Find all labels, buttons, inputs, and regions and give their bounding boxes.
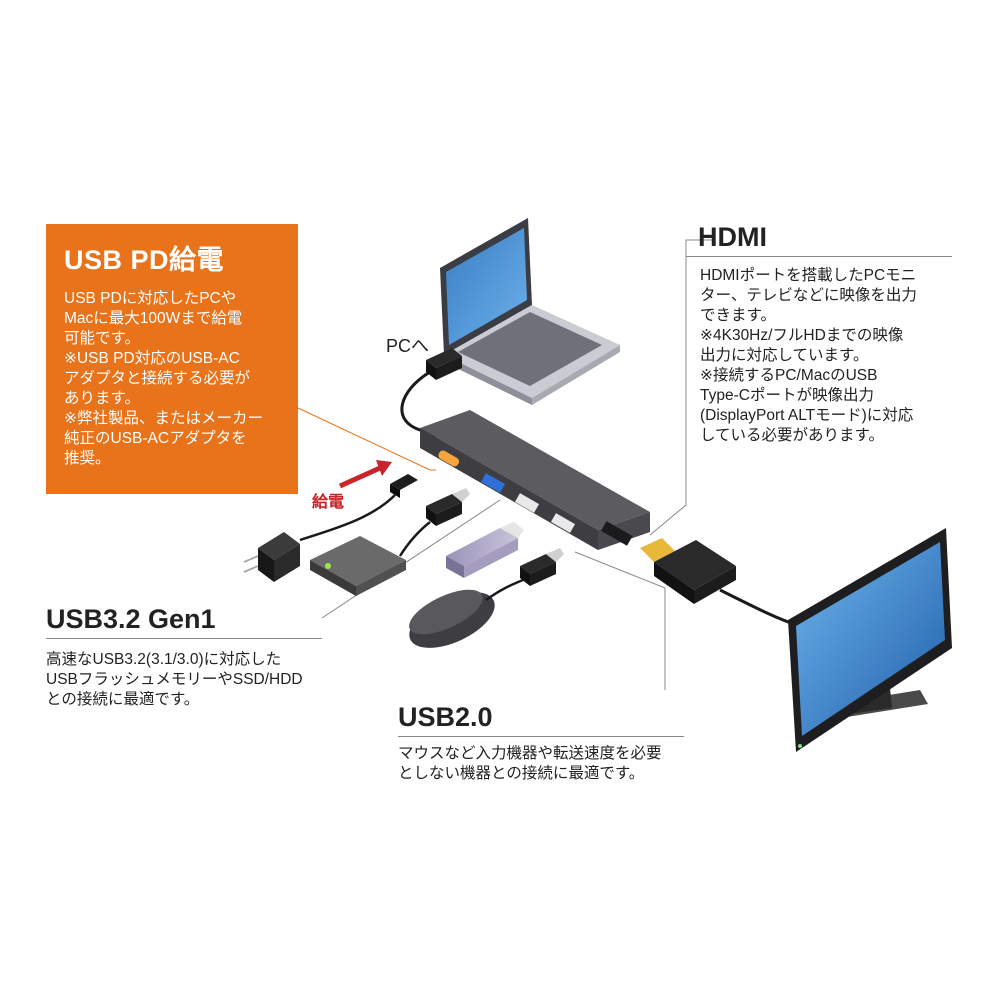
power-arrow-icon [338,460,392,489]
hdmi-divider [686,256,952,257]
usb-a-plug-ssd [426,488,470,526]
usb20-leader-line [574,551,666,690]
hdmi-description: HDMIポートを搭載したPCモニ ター、テレビなどに映像を出力 できます。 ※4… [700,267,917,444]
pc-label: PCへ [386,336,430,356]
usb32-leader-line [321,499,501,619]
power-supply-label: 給電 [312,494,345,511]
usb20-divider [398,736,684,737]
hdmi-port [601,521,633,546]
usb20-description: マウスなど入力機器や転送速度を必要 としない機器との接続に最適です。 [398,745,662,782]
usb32-title: USB3.2 Gen1 [46,604,216,634]
pd-cable [299,474,418,542]
monitor-illustration [788,528,952,752]
usb-a-plug-mouse [520,548,564,586]
hdmi-title: HDMI [698,222,767,252]
usb20-port-1 [514,493,540,513]
hdmi-cable [640,538,801,628]
callout-lines [297,239,715,690]
usb-pd-callout: USB PD給電 USB PDに対応したPCや Macに最大100Wまで給電 可… [46,224,298,494]
pd-leader-line [297,407,436,471]
usb20-port-2 [550,513,576,533]
pc-cable [400,348,471,448]
usb32-divider [46,638,322,639]
ac-adapter-illustration [243,532,300,582]
mouse-illustration [409,576,529,648]
usb32-description: 高速なUSB3.2(3.1/3.0)に対応した USBフラッシュメモリーやSSD… [46,651,303,708]
usb32-port [480,473,506,493]
laptop-illustration [440,218,620,405]
usb-stick-illustration [446,522,524,578]
ssd-illustration [310,521,431,596]
hdmi-leader-line [649,239,715,536]
usb-pd-title: USB PD給電 [64,245,225,275]
usb-pd-description: USB PDに対応したPCや Macに最大100Wまで給電 可能です。 ※USB… [64,290,263,467]
usb-c-pd-port [438,450,460,467]
usb20-title: USB2.0 [398,702,493,732]
usb-hub [420,410,650,550]
